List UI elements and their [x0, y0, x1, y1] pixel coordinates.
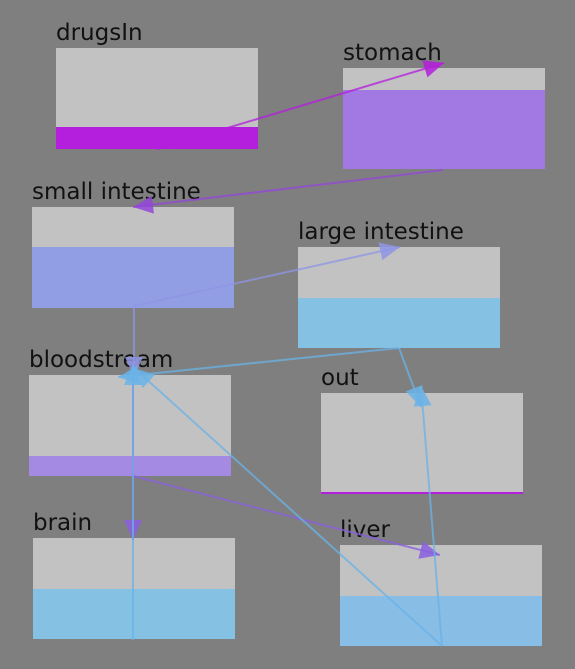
compartment-box — [298, 247, 500, 348]
compartment-box — [29, 375, 231, 476]
level-fill — [321, 491, 523, 494]
compartment-brain[interactable]: brain — [33, 510, 235, 639]
compartment-label: small intestine — [32, 178, 201, 205]
compartment-box — [321, 393, 523, 494]
compartment-box — [33, 538, 235, 639]
compartment-label: liver — [340, 516, 390, 543]
compartment-box — [343, 68, 545, 169]
compartment-out[interactable]: out — [321, 365, 523, 494]
compartment-large-intestine[interactable]: large intestine — [298, 219, 500, 348]
compartment-drugsIn[interactable]: drugsIn — [56, 20, 258, 149]
compartment-box — [340, 545, 542, 646]
level-fill — [56, 126, 258, 149]
compartment-label: brain — [33, 509, 93, 536]
compartment-box — [56, 48, 258, 149]
compartment-box — [32, 207, 234, 308]
level-fill — [343, 90, 545, 169]
compartment-label: drugsIn — [56, 19, 143, 46]
level-fill — [340, 595, 542, 646]
compartment-liver[interactable]: liver — [340, 517, 542, 646]
compartment-stomach[interactable]: stomach — [343, 40, 545, 169]
level-fill — [29, 455, 231, 476]
compartment-label: stomach — [343, 39, 442, 66]
compartment-small-intestine[interactable]: small intestine — [32, 179, 234, 308]
compartment-bloodstream[interactable]: bloodstream — [29, 347, 231, 476]
compartment-label: large intestine — [298, 218, 464, 245]
level-fill — [32, 247, 234, 308]
level-fill — [298, 297, 500, 348]
flow-arrowhead — [124, 520, 142, 540]
compartment-label: bloodstream — [29, 346, 174, 373]
compartment-label: out — [321, 364, 359, 391]
level-fill — [33, 588, 235, 639]
